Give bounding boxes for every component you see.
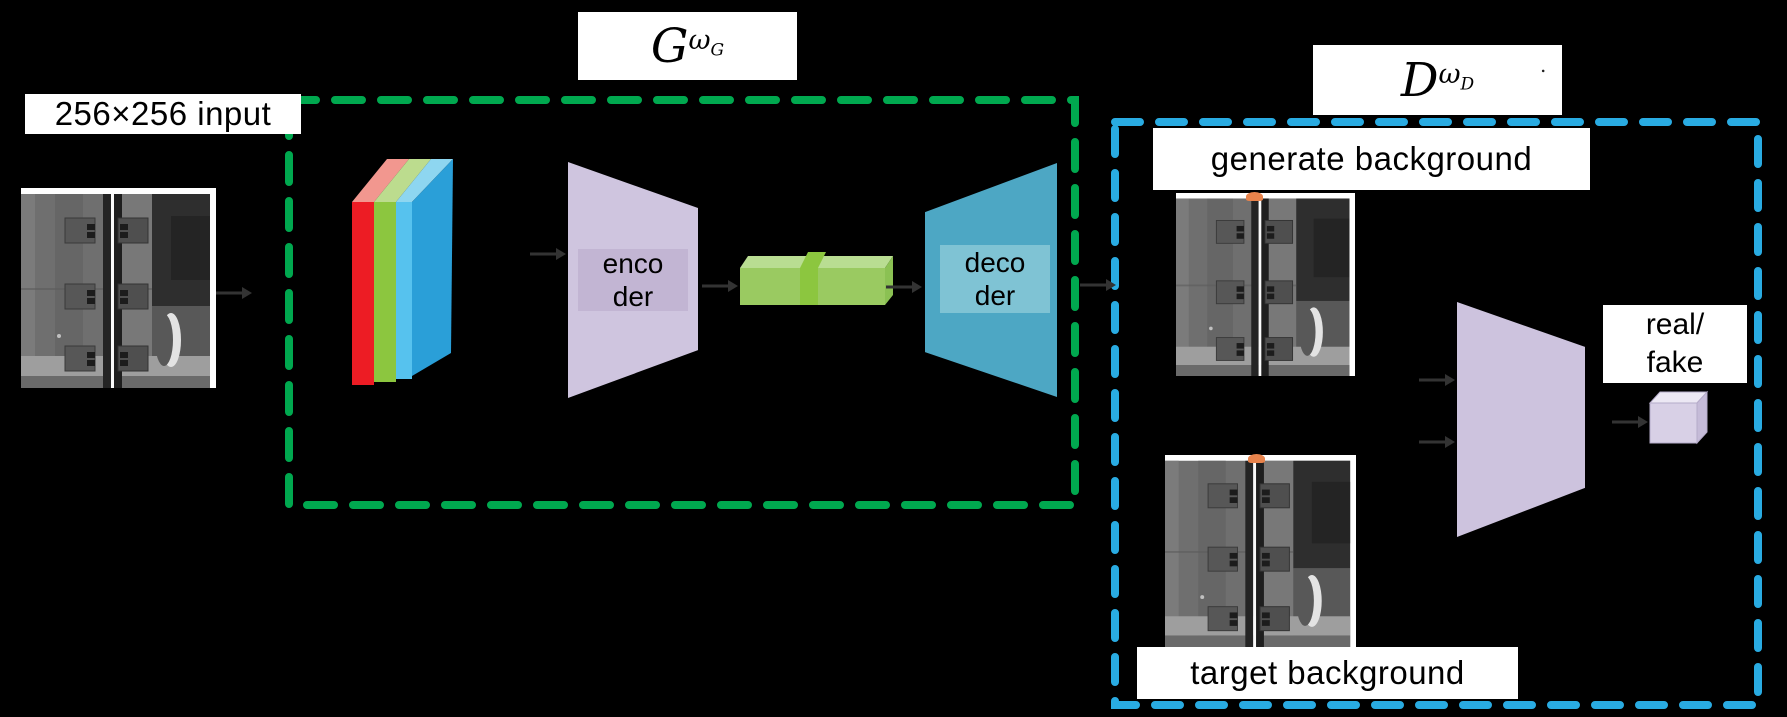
generator-subscript-index: G [710, 40, 725, 61]
decoder-label-line1: deco [964, 247, 1026, 278]
arrow-right-icon [528, 247, 568, 261]
arrow-right-icon [1417, 435, 1457, 449]
discriminator-subscript-index: D [1460, 74, 1475, 95]
generator-symbol: G [650, 18, 689, 74]
latent-code-bar [740, 252, 893, 305]
real-fake-line1: real/ [1645, 308, 1705, 341]
target-image-orange-artifact [1248, 454, 1265, 463]
arrow-right-icon [1078, 278, 1118, 292]
generated-image [1176, 193, 1355, 376]
encoder-label-line2: der [612, 281, 654, 312]
decoder-label-line2: der [974, 280, 1016, 311]
encoder-label-line1: enco [602, 248, 664, 279]
discriminator-symbol: D [1400, 52, 1439, 108]
real-fake-label: real/ fake [1603, 305, 1747, 383]
encoder-label: enco der [578, 248, 688, 312]
stray-dot: . [1540, 53, 1547, 77]
input-size-label: 256×256 input [25, 94, 301, 134]
real-fake-line2: fake [1646, 346, 1704, 379]
discriminator-subscript: ω [1438, 59, 1461, 91]
decoder-label: deco der [940, 245, 1050, 313]
input-image [21, 188, 216, 388]
arrow-right-icon [1610, 415, 1650, 429]
output-cube [1648, 390, 1709, 445]
arrow-right-icon [700, 279, 740, 293]
generated-caption: generate background [1153, 128, 1590, 190]
arrow-right-icon [214, 286, 254, 300]
generator-subscript: ω [688, 25, 711, 57]
arrow-right-icon [884, 280, 924, 294]
discriminator-box-outline [1111, 118, 1762, 709]
arrow-right-icon [1417, 373, 1457, 387]
rgb-input-block [352, 159, 453, 385]
target-caption: target background [1137, 647, 1518, 699]
generated-image-orange-artifact [1246, 192, 1263, 201]
target-image [1165, 455, 1356, 647]
generator-box-outline [285, 96, 1079, 509]
